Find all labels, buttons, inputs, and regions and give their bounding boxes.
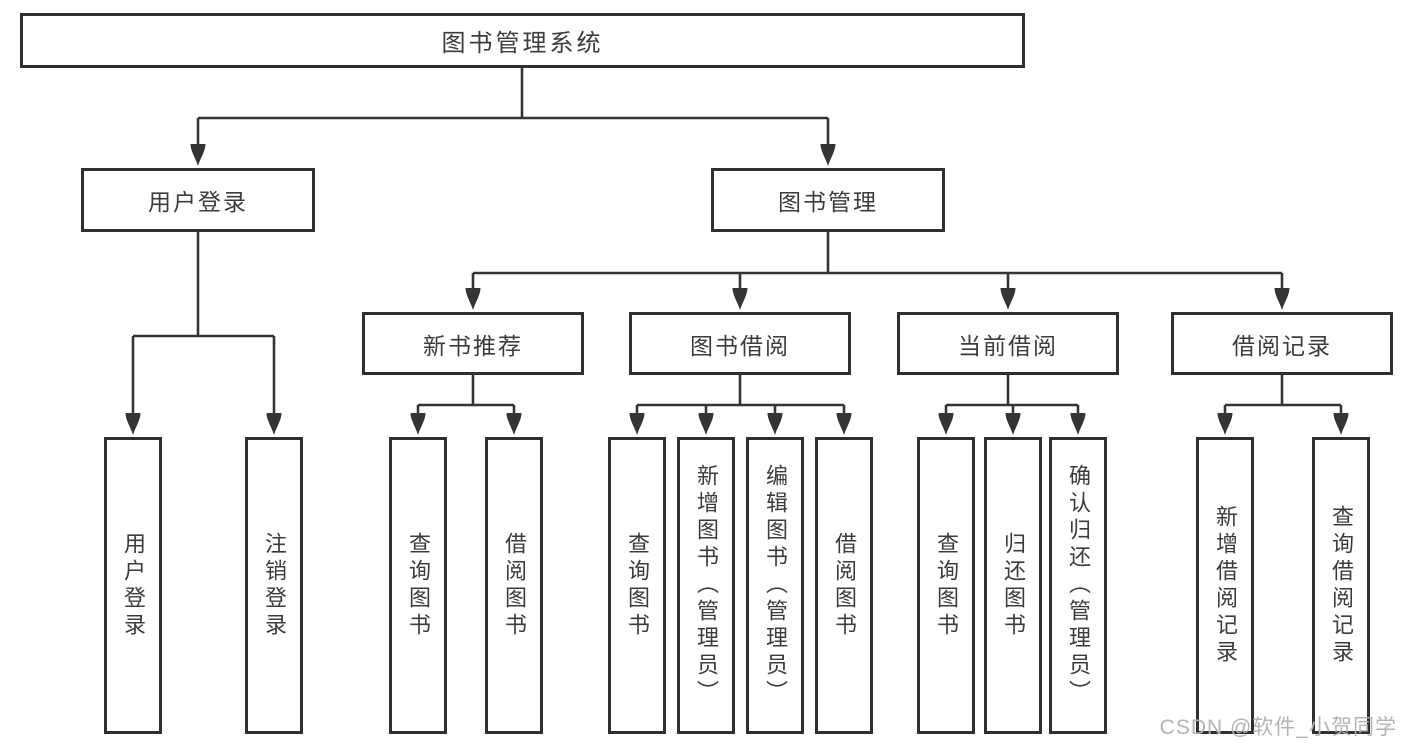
- node-borrow-query-books-label: 查询图书: [625, 531, 650, 640]
- node-logout-leaf-label: 注销登录: [262, 531, 287, 640]
- csdn-watermark: CSDN @软件_小贺同学: [1159, 716, 1397, 739]
- arrowhead-icon: [125, 413, 141, 435]
- arrowhead-icon: [266, 413, 282, 435]
- arrowhead-icon: [698, 413, 714, 435]
- node-library-system-label: 图书管理系统: [441, 30, 604, 57]
- node-borrow-records: 借阅记录: [1171, 312, 1393, 375]
- connector-path: [131, 68, 1343, 420]
- node-book-borrow-label: 图书借阅: [690, 332, 790, 359]
- node-library-system: 图书管理系统: [20, 13, 1025, 68]
- arrowhead-icon: [732, 288, 748, 310]
- node-borrow-borrow-books-label: 借阅图书: [832, 531, 857, 640]
- arrowhead-icon: [629, 413, 645, 435]
- node-records-query-record: 查询借阅记录: [1312, 437, 1370, 734]
- node-borrow-edit-books-admin: 编辑图书（管理员）: [746, 437, 804, 734]
- node-book-borrow: 图书借阅: [629, 312, 851, 375]
- node-user-login-label: 用户登录: [148, 189, 248, 215]
- arrowhead-icon: [1217, 413, 1233, 435]
- node-current-query-books: 查询图书: [917, 437, 975, 734]
- arrowhead-icon: [820, 144, 836, 166]
- arrowhead-icon: [465, 288, 481, 310]
- node-borrow-borrow-books: 借阅图书: [815, 437, 873, 734]
- arrowhead-icon: [1070, 413, 1086, 435]
- arrowhead-icon: [410, 413, 426, 435]
- connector-arrows: [125, 144, 1349, 435]
- arrowhead-icon: [1005, 413, 1021, 435]
- node-borrow-add-books-admin-label: 新增图书（管理员）: [694, 464, 719, 707]
- node-user-login: 用户登录: [81, 168, 315, 232]
- node-new-book-recommend: 新书推荐: [362, 312, 584, 375]
- arrowhead-icon: [938, 413, 954, 435]
- node-current-return-books: 归还图书: [984, 437, 1042, 734]
- node-borrow-edit-books-admin-label: 编辑图书（管理员）: [763, 464, 788, 707]
- node-user-login-leaf-label: 用户登录: [121, 531, 146, 640]
- node-recommend-borrow-books: 借阅图书: [485, 437, 543, 734]
- node-recommend-query-books: 查询图书: [389, 437, 447, 734]
- node-records-add-record-label: 新增借阅记录: [1213, 504, 1238, 667]
- node-recommend-borrow-books-label: 借阅图书: [502, 531, 527, 640]
- arrowhead-icon: [767, 413, 783, 435]
- arrowhead-icon: [836, 413, 852, 435]
- node-borrow-query-books: 查询图书: [608, 437, 666, 734]
- arrowhead-icon: [1000, 288, 1016, 310]
- node-book-management-label: 图书管理: [778, 189, 878, 215]
- node-new-book-recommend-label: 新书推荐: [423, 332, 523, 359]
- arrowhead-icon: [1274, 288, 1290, 310]
- node-borrow-add-books-admin: 新增图书（管理员）: [677, 437, 735, 734]
- node-current-borrow: 当前借阅: [897, 312, 1119, 375]
- node-current-confirm-return-admin-label: 确认归还（管理员）: [1066, 464, 1091, 707]
- node-user-login-leaf: 用户登录: [104, 437, 162, 734]
- node-borrow-records-label: 借阅记录: [1232, 332, 1332, 359]
- node-logout-leaf: 注销登录: [245, 437, 303, 734]
- arrowhead-icon: [1333, 413, 1349, 435]
- node-current-return-books-label: 归还图书: [1001, 531, 1026, 640]
- node-book-management: 图书管理: [711, 168, 945, 232]
- node-records-query-record-label: 查询借阅记录: [1329, 504, 1354, 667]
- arrowhead-icon: [506, 413, 522, 435]
- node-records-add-record: 新增借阅记录: [1196, 437, 1254, 734]
- node-current-borrow-label: 当前借阅: [958, 332, 1058, 359]
- arrowhead-icon: [190, 144, 206, 166]
- node-current-query-books-label: 查询图书: [934, 531, 959, 640]
- node-recommend-query-books-label: 查询图书: [406, 531, 431, 640]
- node-current-confirm-return-admin: 确认归还（管理员）: [1049, 437, 1107, 734]
